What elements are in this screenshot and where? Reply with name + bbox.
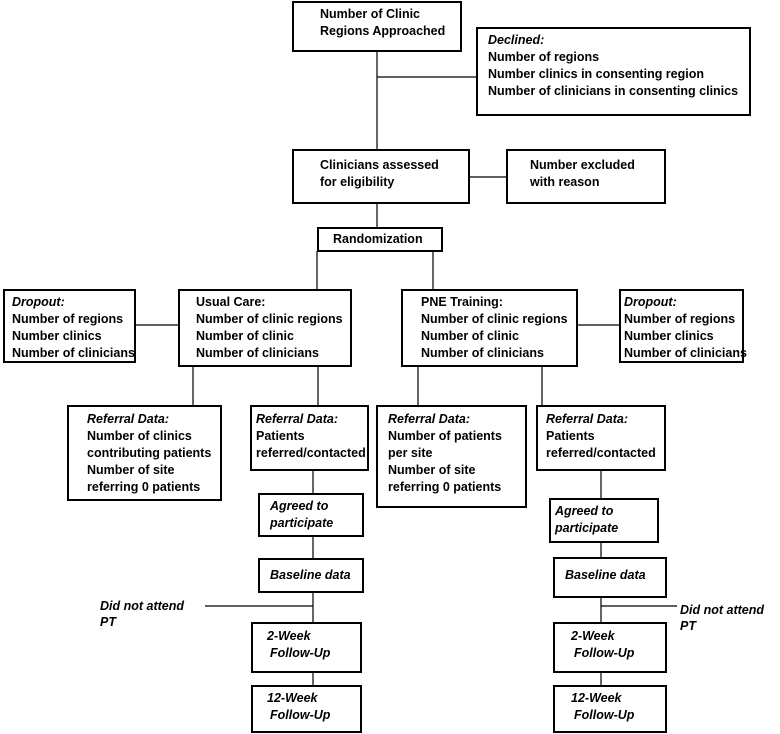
box-title: Referral Data:	[256, 412, 338, 426]
box-line: Agreed to	[270, 499, 329, 513]
box-line: with reason	[530, 175, 600, 189]
box-line: 12-Week	[267, 691, 318, 705]
box-line: Baseline data	[565, 568, 646, 582]
box-line: Number of clinicians in consenting clini…	[488, 84, 739, 98]
box-line: contributing patients	[87, 446, 212, 460]
dropout-left-box: Dropout: Number of regions Number clinic…	[3, 289, 136, 363]
agreed-left-box: Agreed to participate	[258, 493, 364, 537]
dropout-right-box: Dropout: Number of regions Number clinic…	[619, 289, 747, 363]
box-line: Agreed to	[555, 504, 614, 518]
box-line: PT	[680, 619, 696, 633]
week2-right-box: 2-Week Follow-Up	[553, 622, 667, 673]
box-title: Referral Data:	[546, 412, 628, 426]
box-line: Number of clinic regions	[196, 312, 343, 326]
box-line: Number of clinic regions	[421, 312, 568, 326]
referral-uc-clinics-box: Referral Data: Number of clinics contrib…	[67, 405, 222, 501]
box-line: per site	[388, 446, 433, 460]
box-line: Patients	[256, 429, 305, 443]
box-line: for eligibility	[320, 175, 395, 189]
box-line: referring 0 patients	[87, 480, 201, 494]
box-line: Number of clinic	[196, 329, 294, 343]
box-line: Number of clinicians	[12, 346, 135, 360]
regions-approached-box: Number of Clinic Regions Approached	[292, 1, 462, 52]
box-line: Clinicians assessed	[320, 158, 439, 172]
box-title: Referral Data:	[388, 412, 470, 426]
box-line: Number of regions	[624, 312, 736, 326]
pne-training-box: PNE Training: Number of clinic regions N…	[401, 289, 578, 367]
box-title: Referral Data:	[87, 412, 169, 426]
week2-left-box: 2-Week Follow-Up	[251, 622, 362, 673]
box-line: participate	[270, 516, 334, 530]
box-line: Follow-Up	[270, 646, 331, 660]
box-line: Number of clinicians	[421, 346, 544, 360]
box-line: referred/contacted	[256, 446, 366, 460]
box-line: referring 0 patients	[388, 480, 502, 494]
box-line: Regions Approached	[320, 24, 446, 38]
week12-right-box: 12-Week Follow-Up	[553, 685, 667, 733]
box-title: Dropout:	[12, 295, 65, 309]
box-line: 2-Week	[571, 629, 615, 643]
box-title: PNE Training:	[421, 295, 503, 309]
box-line: 2-Week	[267, 629, 311, 643]
box-line: Did not attend	[680, 603, 765, 617]
box-line: PT	[100, 615, 116, 629]
declined-box: Declined: Number of regions Number clini…	[476, 27, 751, 116]
box-title: Declined:	[488, 33, 545, 47]
agreed-right-box: Agreed to participate	[549, 498, 659, 543]
box-line: participate	[555, 521, 619, 535]
baseline-left-box: Baseline data	[258, 558, 364, 593]
box-title: Usual Care:	[196, 295, 266, 309]
box-line: Number of clinic	[421, 329, 519, 343]
box-line: Number of regions	[488, 50, 600, 64]
box-line: Did not attend	[100, 599, 185, 613]
box-line: Number clinics	[12, 329, 102, 343]
box-line: Number clinics	[624, 329, 714, 343]
usual-care-box: Usual Care: Number of clinic regions Num…	[178, 289, 352, 367]
box-line: Number of patients	[388, 429, 502, 443]
excluded-box: Number excluded with reason	[506, 149, 666, 204]
did-not-attend-left: Did not attend PT	[100, 598, 184, 630]
box-line: Baseline data	[270, 568, 351, 582]
box-line: Number of clinicians	[624, 346, 747, 360]
randomization-box: Randomization	[317, 227, 443, 252]
box-line: Number of clinicians	[196, 346, 319, 360]
baseline-right-box: Baseline data	[553, 557, 667, 598]
box-line: Number of site	[388, 463, 476, 477]
box-line: Number of regions	[12, 312, 124, 326]
box-line: 12-Week	[571, 691, 622, 705]
box-line: Number excluded	[530, 158, 635, 172]
box-line: Number clinics in consenting region	[488, 67, 705, 81]
box-line: Follow-Up	[574, 646, 635, 660]
clinicians-assessed-box: Clinicians assessed for eligibility	[292, 149, 470, 204]
box-line: Randomization	[333, 232, 423, 246]
week12-left-box: 12-Week Follow-Up	[251, 685, 362, 733]
box-line: Number of Clinic	[320, 7, 421, 21]
referral-pne-patients-box: Referral Data: Patients referred/contact…	[536, 405, 666, 471]
box-title: Dropout:	[624, 295, 677, 309]
box-line: Follow-Up	[270, 708, 331, 722]
box-line: Number of clinics	[87, 429, 192, 443]
referral-pne-site-box: Referral Data: Number of patients per si…	[376, 405, 527, 508]
box-line: Number of site	[87, 463, 175, 477]
did-not-attend-right: Did not attend PT	[680, 602, 764, 634]
referral-uc-patients-box: Referral Data: Patients referred/contact…	[250, 405, 369, 471]
box-line: Patients	[546, 429, 595, 443]
box-line: referred/contacted	[546, 446, 656, 460]
box-line: Follow-Up	[574, 708, 635, 722]
